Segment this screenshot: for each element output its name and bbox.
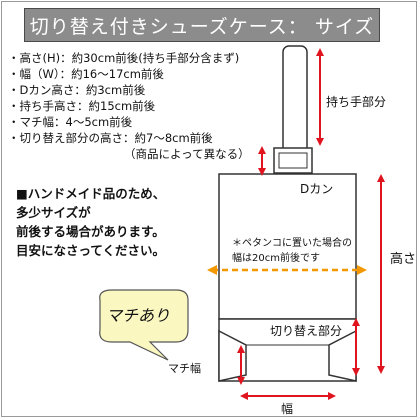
handmade-line-2: 多少サイズが xyxy=(16,205,91,220)
bag-body xyxy=(218,173,357,320)
flat-note-line-1: ＊ペタンコに置いた場合の xyxy=(232,238,352,249)
machi-width-label: マチ幅 xyxy=(168,362,201,375)
spec-width: ・幅（W）：約16～17cm前後 xyxy=(8,67,164,81)
spec-d-ring-height: ・Dカン高さ：約3cm前後 xyxy=(8,83,146,97)
handmade-notice: ■ハンドメイド品のため、 多少サイズが 前後する場合があります。 目安になさって… xyxy=(16,184,165,260)
machi-speech-bubble xyxy=(99,289,189,361)
handmade-line-4: 目安になさってください。 xyxy=(16,243,166,258)
machi-bubble-text: マチあり xyxy=(106,306,171,325)
flat-note-line-2: 幅は20cm前後です xyxy=(232,253,320,264)
d-ring-inner xyxy=(278,152,308,169)
title-banner: 切り替え付きシューズケース： サイズ xyxy=(24,8,380,42)
handle-label: 持ち手部分 xyxy=(326,95,387,109)
handle-loop xyxy=(282,45,308,157)
page-title: 切り替え付きシューズケース： サイズ xyxy=(29,15,375,38)
handmade-line-1: ■ハンドメイド品のため、 xyxy=(16,186,166,201)
spec-handle-height: ・持ち手高さ：約15cm前後 xyxy=(8,99,156,113)
height-label: 高さ xyxy=(390,252,417,267)
width-label: 幅 xyxy=(281,402,294,416)
switch-part-label: 切り替え部分 xyxy=(270,324,343,338)
spec-list: ・高さ(H)：約30cm前後(持ち手部分含まず) ・幅（W）：約16～17cm前… xyxy=(8,50,250,162)
spec-height: ・高さ(H)：約30cm前後(持ち手部分含まず) xyxy=(8,51,240,65)
d-ring-label: Dカン xyxy=(300,182,334,196)
d-ring-tab xyxy=(273,147,313,174)
spec-switch-height: ・切り替え部分の高さ：約7～8cm前後 xyxy=(8,131,213,145)
handmade-line-3: 前後する場合があります。 xyxy=(16,224,165,239)
spec-machi-width: ・マチ幅：4～5cm前後 xyxy=(8,115,133,129)
spec-note: （商品によって異なる） xyxy=(124,147,250,161)
